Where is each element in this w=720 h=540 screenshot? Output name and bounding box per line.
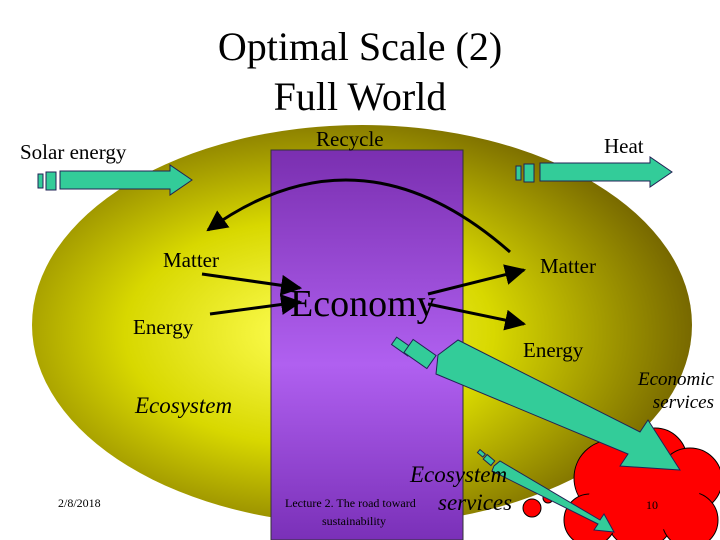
footer-lecture-line-1: Lecture 2. The road toward — [285, 496, 416, 510]
matter-in-label: Matter — [163, 248, 219, 272]
economic-services-arrow — [390, 336, 681, 471]
matter-out-arrow — [427, 264, 527, 296]
ecosystem-services-arrow — [476, 448, 615, 533]
ecosystem-services-label-line-1: Ecosystem — [410, 462, 508, 487]
recycle-arrow — [206, 178, 511, 254]
economy-label: Economy — [290, 283, 436, 325]
heat-arrow — [515, 156, 673, 188]
economic-services-label: Economic services — [638, 369, 714, 413]
energy-out-arrow — [427, 302, 527, 331]
title-line-2: Full World — [273, 74, 447, 119]
energy-in-arrow — [209, 294, 303, 316]
footer-date: 2/8/2018 — [58, 496, 101, 510]
title-line-1: Optimal Scale (2) — [217, 24, 503, 69]
heat-label: Heat — [604, 134, 644, 158]
footer-page-number: 10 — [646, 498, 658, 512]
ecosystem-services-label-line-2: services — [438, 490, 513, 515]
recycle-label: Recycle — [316, 127, 384, 151]
ecosystem-label: Ecosystem — [135, 393, 233, 418]
solar-energy-arrow — [37, 164, 193, 196]
energy-in-label: Energy — [133, 315, 194, 339]
matter-out-label: Matter — [540, 254, 596, 278]
matter-in-arrow — [201, 272, 303, 296]
footer-lecture-line-2: sustainability — [322, 514, 386, 528]
solar-energy-label: Solar energy — [20, 140, 127, 164]
energy-out-label: Energy — [523, 338, 584, 362]
